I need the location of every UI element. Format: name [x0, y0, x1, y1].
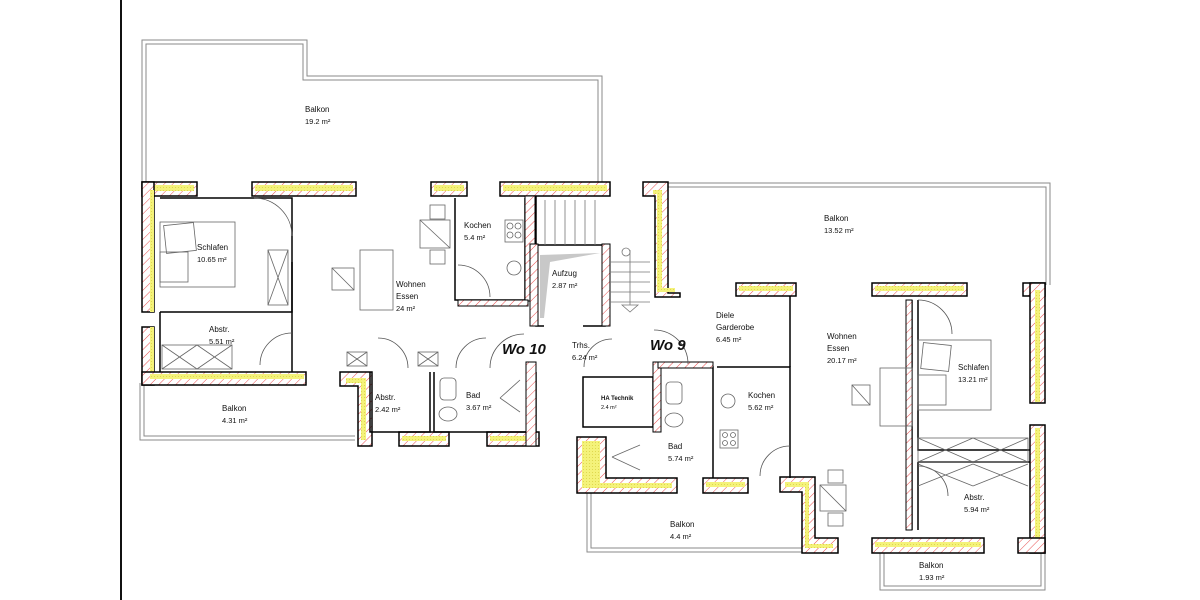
- balconies: [139, 39, 1051, 591]
- room-abstr-small: Abstr. 2.42 m²: [375, 393, 401, 414]
- room-schlafen-left: Schlafen 10.65 m²: [197, 243, 229, 264]
- room-abstr-left: Abstr. 5.51 m²: [209, 325, 235, 346]
- outer-walls: [141, 181, 1046, 554]
- room-treppenhaus: Trhs. 6.24 m²: [572, 341, 598, 362]
- room-ha-technik: HA Technik 2.4 m²: [601, 396, 634, 411]
- furniture: [159, 204, 1029, 527]
- room-bad-right: Bad 5.74 m²: [668, 442, 694, 463]
- room-aufzug: Aufzug 2.87 m²: [552, 269, 578, 290]
- room-balkon-left: Balkon 4.31 m²: [222, 404, 248, 425]
- room-abstr-right: Abstr. 5.94 m²: [964, 493, 990, 514]
- unit-label-wo10: Wo 10: [502, 341, 546, 358]
- room-wohnen-right: Wohnen Essen 20.17 m²: [827, 332, 857, 365]
- room-kochen-right: Kochen 5.62 m²: [748, 391, 776, 412]
- room-balkon-top: Balkon 19.2 m²: [305, 105, 331, 126]
- room-balkon-bottom-right: Balkon 1.93 m²: [919, 561, 945, 582]
- room-kochen-left: Kochen 5.4 m²: [464, 221, 492, 242]
- staircase: [544, 200, 650, 313]
- room-diele-garderobe: Diele Garderobe 6.45 m²: [716, 311, 755, 344]
- room-balkon-bottom-mid: Balkon 4.4 m²: [670, 520, 695, 541]
- room-schlafen-right: Schlafen 13.21 m²: [958, 363, 990, 384]
- unit-label-wo9: Wo 9: [650, 337, 686, 354]
- room-bad-left: Bad 3.67 m²: [466, 391, 492, 412]
- door-swings: [253, 197, 953, 497]
- elevator-shaft: [540, 253, 600, 318]
- room-wohnen-left: Wohnen Essen 24 m²: [396, 280, 426, 313]
- core-walls: [457, 195, 913, 531]
- room-balkon-right-top: Balkon 13.52 m²: [824, 214, 854, 235]
